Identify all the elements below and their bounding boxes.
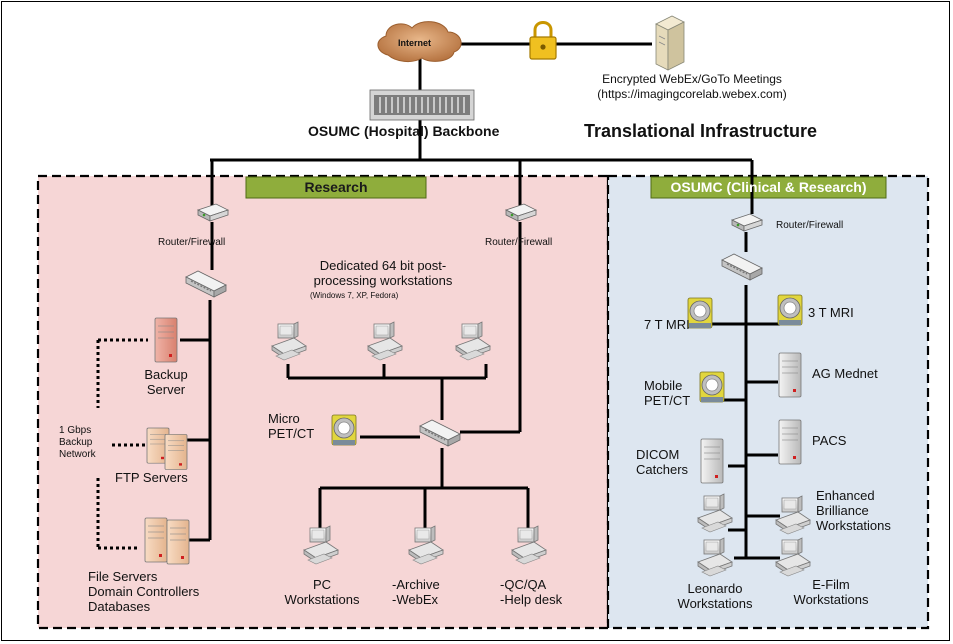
- micro-petct-label: Micro PET/CT: [268, 411, 315, 441]
- ftp-servers-label: FTP Servers: [115, 470, 188, 485]
- backbone-lines: [210, 55, 754, 214]
- mri-3t-icon: [777, 294, 803, 326]
- pacs-server-icon: [778, 419, 802, 465]
- workstations-os: (Windows 7, XP, Fedora): [310, 291, 399, 300]
- mobile-petct-label: Mobile PET/CT: [644, 378, 691, 408]
- backup-server-icon: [154, 317, 178, 363]
- pacs-label: PACS: [812, 433, 847, 448]
- research-header: Research: [304, 179, 368, 195]
- clinical-header-box: [650, 176, 887, 199]
- webex-server-icon: [655, 15, 685, 71]
- mri-7t-icon: [687, 297, 713, 329]
- research-header-box: [245, 176, 427, 199]
- mri-3t-label: 3 T MRI: [808, 305, 854, 320]
- backup-network-lines: [96, 338, 148, 550]
- archive-label: -Archive -WebEx: [392, 577, 440, 607]
- router-clinical-label: Router/Firewall: [776, 220, 844, 231]
- internet-label: Internet: [398, 38, 432, 48]
- leonardo-label: Leonardo Workstations: [677, 581, 753, 611]
- efilm-label: E-Film Workstations: [793, 577, 869, 607]
- clinical-zone: [606, 174, 930, 630]
- ag-mednet-label: AG Mednet: [812, 366, 878, 381]
- qcqa-label: -QC/QA -Help desk: [500, 577, 563, 607]
- dicom-server-icon: [700, 438, 724, 484]
- backbone-switch-icon: [369, 89, 475, 121]
- mri-7t-label: 7 T MRI: [644, 317, 690, 332]
- file-servers-label: File Servers Domain Controllers Database…: [88, 569, 200, 614]
- lock-icon: [529, 21, 557, 60]
- ftp-server-icon: [146, 427, 188, 471]
- file-server-icon: [144, 517, 190, 565]
- backup-server-label: Backup Server: [144, 367, 188, 397]
- infrastructure-title: Translational Infrastructure: [584, 121, 818, 141]
- router-left-label: Router/Firewall: [158, 237, 226, 248]
- router-right-label: Router/Firewall: [485, 237, 553, 248]
- meetings-label: Encrypted WebEx/GoTo Meetings (https://i…: [597, 72, 787, 101]
- enhanced-label: Enhanced Brilliance Workstations: [816, 488, 891, 533]
- cloud-icon: [377, 21, 462, 63]
- pc-workstations-label: PC Workstations: [284, 577, 360, 607]
- dicom-label: DICOM Catchers: [636, 447, 689, 477]
- workstations-title: Dedicated 64 bit post- processing workst…: [313, 258, 453, 288]
- research-wiring: [180, 222, 530, 542]
- mobile-petct-icon: [699, 371, 725, 403]
- clinical-header: OSUMC (Clinical & Research): [670, 179, 867, 195]
- clinical-wiring: [710, 232, 780, 560]
- backbone-label: OSUMC (Hospital) Backbone: [308, 123, 500, 139]
- backup-network-label: 1 Gbps Backup Network: [59, 425, 96, 460]
- ag-mednet-server-icon: [778, 352, 802, 398]
- micro-petct-icon: [331, 414, 357, 446]
